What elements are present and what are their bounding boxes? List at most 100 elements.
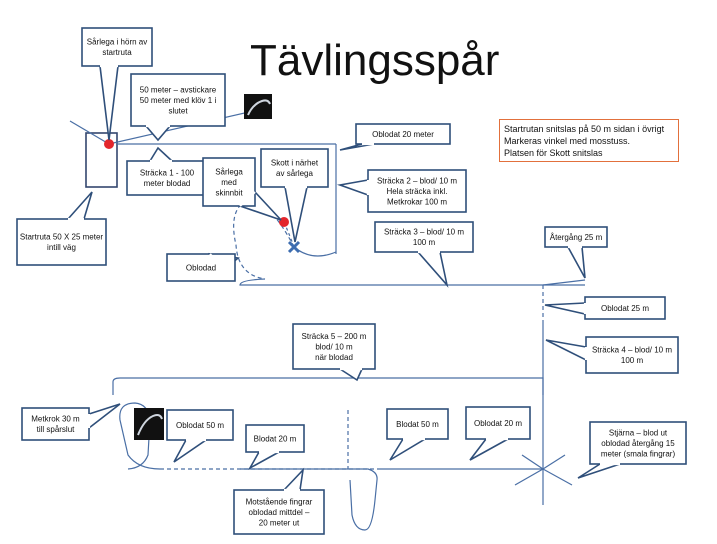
callout-box (386, 408, 449, 440)
callout-text: intill väg (47, 243, 76, 252)
callout-text: Oblodat 25 m (601, 304, 649, 313)
callout-motstaende: Motstående fingrar oblodad mittdel –20 me… (233, 467, 325, 535)
callout-seam (239, 191, 256, 207)
callout-oblodat20-bottom: Oblodat 20 m (465, 406, 531, 461)
callout-box (16, 218, 107, 266)
star-finger-1 (521, 454, 544, 470)
callout-text: Oblodat 20 m (474, 419, 522, 428)
callout-text: Sårlega (215, 167, 243, 176)
callout-text: startruta (102, 48, 132, 57)
info-note-line-2: Markeras vinkel med mosstuss. (504, 136, 631, 146)
callout-text: 20 meter ut (259, 518, 300, 527)
star-finger-3 (514, 468, 544, 486)
callout-text: blod/ 10 m (315, 342, 353, 351)
opposing-fingers-path (240, 468, 378, 531)
callout-text: Oblodat 20 meter (372, 130, 434, 139)
callout-pointer (144, 125, 172, 142)
callout-box (21, 407, 90, 441)
callout-box (166, 409, 234, 441)
callout-text: 100 m (621, 356, 644, 365)
callout-oblodad: Oblodad (166, 252, 240, 282)
page-title: Tävlingsspår (250, 36, 500, 85)
callout-text: Sträcka 2 – blod/ 10 m (377, 176, 457, 185)
left-loop-path (119, 402, 161, 470)
callout-text: Oblodad (186, 263, 216, 272)
callout-text: oblodad återgång 15 (601, 439, 675, 448)
callout-box (292, 323, 376, 370)
callout-text: 50 meter – avstickare (140, 85, 217, 94)
callout-text: Sträcka 1 - 100 (140, 169, 195, 178)
start-box (85, 132, 118, 188)
callout-text: Metkrokar 100 m (387, 197, 447, 206)
callout-text: Skott i närhet (271, 159, 319, 168)
callout-text: slutet (168, 106, 188, 115)
callout-text: Sträcka 5 – 200 m (302, 332, 367, 341)
shot-x-icon (287, 240, 301, 254)
wound-bed-marker-corner (104, 139, 114, 149)
callout-box (126, 160, 208, 196)
callout-text: Återgång 25 m (550, 233, 603, 242)
callout-box (585, 336, 679, 374)
callout-box (589, 421, 687, 465)
callout-text: Motstående fingrar (246, 497, 313, 506)
callout-atergang: Återgång 25 m (544, 226, 608, 279)
callout-text: Hela sträcka inkl. (387, 187, 448, 196)
callout-text: med (221, 178, 237, 187)
stretch-2-return-curve (293, 246, 337, 257)
start-diagonal-line (69, 120, 110, 145)
callout-pointer (88, 403, 121, 430)
callout-box (355, 123, 451, 145)
info-note-line-1: Startrutan snitslas på 50 m sidan i övri… (504, 124, 665, 134)
callout-box (245, 424, 305, 453)
callout-text: Sårlega i hörn av (87, 38, 147, 47)
callout-box (202, 157, 256, 207)
callout-pointer (247, 451, 280, 471)
track-lines (69, 108, 586, 531)
callout-text: Blodat 20 m (254, 434, 297, 443)
callout-text: Blodat 50 m (396, 420, 439, 429)
callout-oblodat20-top: Oblodat 20 meter (339, 123, 451, 151)
callout-pointer (545, 339, 587, 362)
moose-photo-icon-lower (134, 408, 164, 440)
callout-box (374, 221, 474, 253)
callout-pointer (566, 246, 586, 279)
star-finger-4 (542, 468, 573, 486)
callout-stjarna: Stjärna – blod ut oblodad återgång 15mete… (577, 421, 687, 479)
info-note: Startrutan snitslas på 50 m sidan i övri… (499, 119, 679, 162)
callout-pointer (336, 179, 369, 197)
callout-blodat20: Blodat 20 m (245, 424, 305, 471)
callout-text: Sträcka 3 – blod/ 10 m (384, 228, 464, 237)
callout-box (81, 27, 153, 67)
stretch-3-line (239, 278, 585, 286)
return-line (542, 279, 586, 286)
star-finger-2 (542, 454, 566, 470)
callout-box (367, 169, 467, 213)
callout-pointer (173, 439, 209, 463)
unblooded-loop (233, 199, 295, 280)
callout-pointer (282, 467, 305, 491)
callout-text: oblodad mittdel – (249, 508, 310, 517)
stretch-5-bracket (112, 377, 544, 395)
callout-text: meter (smala fingrar) (601, 449, 676, 458)
info-note-line-3: Platsen för Skott snitslas (504, 148, 603, 158)
callout-text: Stjärna – blod ut (609, 428, 668, 437)
callout-text: 50 meter med klöv 1 i (140, 96, 217, 105)
callout-oblodat25: Oblodat 25 m (544, 296, 666, 320)
callout-text: Startruta 50 X 25 meter (20, 233, 103, 242)
callout-pointer (99, 65, 119, 141)
callout-pointer (66, 191, 93, 220)
callout-stracka2: Sträcka 2 – blod/ 10 m Hela sträcka inkl.… (336, 169, 467, 213)
callout-pointer (389, 438, 428, 461)
callout-text: 100 m (413, 238, 436, 247)
callout-text: Sträcka 4 – blod/ 10 m (592, 346, 672, 355)
callout-text: av sårlega (276, 169, 313, 178)
